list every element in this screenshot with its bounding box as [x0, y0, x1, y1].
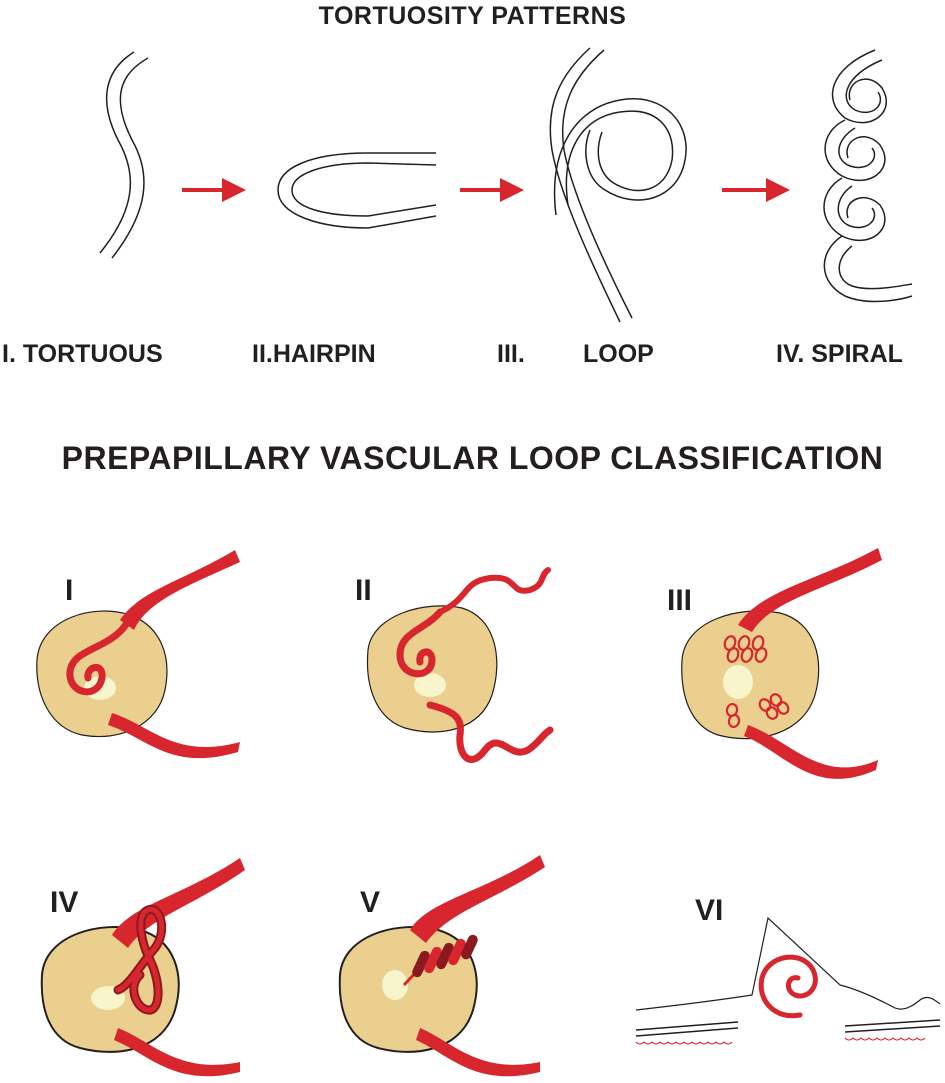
hairpin-vessel-drawing: [277, 152, 437, 229]
spiral-vessel-drawing: [823, 49, 913, 303]
pattern-label-tortuous: I. TORTUOUS: [2, 340, 163, 368]
pattern-label-loop-number: III.: [497, 340, 525, 368]
tortuous-vessel-drawing: [99, 51, 149, 259]
type-vi-drawing: [635, 916, 941, 1045]
optic-cup: [382, 970, 408, 1000]
type-i-drawing: [36, 550, 240, 759]
small-loops: [723, 635, 790, 729]
pattern-label-hairpin: II.HAIRPIN: [252, 340, 376, 368]
tortuosity-patterns-title: TORTUOSITY PATTERNS: [318, 2, 627, 30]
loop-vessel-drawing: [549, 47, 687, 323]
type-ii-drawing: [366, 567, 554, 763]
type-v-drawing: [338, 855, 545, 1077]
type-label-iv: IV: [50, 886, 79, 919]
type-label-iii: III: [667, 584, 693, 617]
pattern-label-spiral: IV. SPIRAL: [776, 340, 903, 368]
coil-icon: [402, 934, 478, 987]
type-label-v: V: [360, 886, 381, 919]
type-iv-drawing: [40, 858, 245, 1077]
type-iii-drawing: [681, 548, 882, 779]
optic-cup: [414, 673, 446, 697]
type-label-vi: VI: [695, 894, 724, 927]
classification-title: PREPAPILLARY VASCULAR LOOP CLASSIFICATIO…: [61, 440, 884, 476]
type-label-ii: II: [355, 574, 372, 607]
pattern-label-loop: LOOP: [583, 340, 654, 368]
type-label-i: I: [65, 574, 74, 607]
optic-cup: [723, 665, 753, 699]
